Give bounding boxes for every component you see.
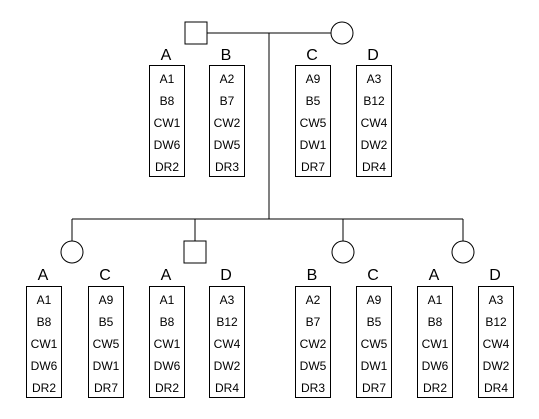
- child-2-haplotype-2: A3 B12 CW4 DW2 DR4: [209, 286, 245, 398]
- allele-dw: DW2: [213, 359, 241, 373]
- allele-dr: DR2: [154, 160, 179, 174]
- allele-dr: DR3: [300, 381, 325, 395]
- allele-dr: DR4: [361, 160, 386, 174]
- allele-a: A3: [488, 293, 504, 307]
- allele-b: B8: [159, 315, 175, 329]
- allele-b: B8: [36, 315, 52, 329]
- allele-cw: CW4: [482, 337, 510, 351]
- allele-dw: DW6: [153, 359, 181, 373]
- child-1-haplotype-2-letter: C: [99, 267, 111, 284]
- allele-dw: DW5: [213, 138, 241, 152]
- allele-b: B5: [366, 315, 382, 329]
- child-3-haplotype-1: A2 B7 CW2 DW5 DR3: [295, 286, 331, 398]
- child-2-male-symbol: [183, 240, 207, 264]
- allele-a: A2: [219, 72, 235, 86]
- allele-cw: CW5: [299, 116, 327, 130]
- allele-b: B12: [216, 315, 238, 329]
- child-3-haplotype-2: A9 B5 CW5 DW1 DR7: [356, 286, 392, 398]
- allele-cw: CW1: [153, 337, 181, 351]
- allele-dr: DR2: [422, 381, 447, 395]
- allele-dr: DR2: [31, 381, 56, 395]
- allele-dw: DW2: [482, 359, 510, 373]
- child-1-female-symbol: [60, 240, 84, 264]
- allele-dw: DW6: [30, 359, 58, 373]
- allele-b: B5: [98, 315, 114, 329]
- allele-cw: CW1: [421, 337, 449, 351]
- child-3-haplotype-1-letter: B: [306, 267, 318, 284]
- allele-a: A1: [159, 293, 175, 307]
- allele-b: B7: [305, 315, 321, 329]
- allele-b: B5: [305, 94, 321, 108]
- allele-cw: CW4: [360, 116, 388, 130]
- allele-a: A9: [98, 293, 114, 307]
- allele-cw: CW5: [92, 337, 120, 351]
- child-4-haplotype-1: A1 B8 CW1 DW6 DR2: [417, 286, 453, 398]
- father-haplotype-2-letter: B: [220, 47, 232, 64]
- allele-cw: CW2: [299, 337, 327, 351]
- child-4-haplotype-2-letter: D: [489, 267, 501, 284]
- allele-dr: DR7: [300, 160, 325, 174]
- allele-b: B12: [363, 94, 385, 108]
- mother-haplotype-1: A9 B5 CW5 DW1 DR7: [295, 65, 331, 177]
- father-haplotype-2: A2 B7 CW2 DW5 DR3: [209, 65, 245, 177]
- allele-a: A1: [159, 72, 175, 86]
- child-4-haplotype-1-letter: A: [428, 267, 440, 284]
- allele-dw: DW1: [299, 138, 327, 152]
- child-1-haplotype-2: A9 B5 CW5 DW1 DR7: [88, 286, 124, 398]
- allele-dr: DR7: [361, 381, 386, 395]
- allele-b: B7: [219, 94, 235, 108]
- allele-cw: CW1: [30, 337, 58, 351]
- mother-female-symbol: [330, 21, 354, 45]
- allele-b: B8: [159, 94, 175, 108]
- mother-haplotype-2: A3 B12 CW4 DW2 DR4: [356, 65, 392, 177]
- allele-a: A3: [366, 72, 382, 86]
- allele-dw: DW6: [421, 359, 449, 373]
- allele-dw: DW5: [299, 359, 327, 373]
- allele-a: A1: [427, 293, 443, 307]
- allele-dw: DW6: [153, 138, 181, 152]
- allele-a: A1: [36, 293, 52, 307]
- child-3-haplotype-2-letter: C: [367, 267, 379, 284]
- allele-a: A2: [305, 293, 321, 307]
- allele-b: B12: [485, 315, 507, 329]
- allele-a: A9: [366, 293, 382, 307]
- allele-dr: DR2: [154, 381, 179, 395]
- allele-dr: DR4: [483, 381, 508, 395]
- child-2-haplotype-1-letter: A: [160, 267, 172, 284]
- child-2-haplotype-1: A1 B8 CW1 DW6 DR2: [149, 286, 185, 398]
- allele-dr: DR4: [214, 381, 239, 395]
- allele-dw: DW1: [92, 359, 120, 373]
- child-2-haplotype-2-letter: D: [220, 267, 232, 284]
- allele-cw: CW1: [153, 116, 181, 130]
- father-male-symbol: [184, 21, 208, 45]
- child-4-female-symbol: [451, 240, 475, 264]
- allele-dw: DW2: [360, 138, 388, 152]
- child-3-female-symbol: [331, 240, 355, 264]
- child-1-haplotype-1: A1 B8 CW1 DW6 DR2: [26, 286, 62, 398]
- allele-dr: DR7: [93, 381, 118, 395]
- mother-haplotype-2-letter: D: [367, 47, 379, 64]
- father-haplotype-1-letter: A: [160, 47, 172, 64]
- child-4-haplotype-2: A3 B12 CW4 DW2 DR4: [478, 286, 514, 398]
- allele-cw: CW2: [213, 116, 241, 130]
- allele-b: B8: [427, 315, 443, 329]
- allele-cw: CW5: [360, 337, 388, 351]
- allele-dw: DW1: [360, 359, 388, 373]
- allele-a: A3: [219, 293, 235, 307]
- allele-a: A9: [305, 72, 321, 86]
- allele-cw: CW4: [213, 337, 241, 351]
- allele-dr: DR3: [214, 160, 239, 174]
- father-haplotype-1: A1 B8 CW1 DW6 DR2: [149, 65, 185, 177]
- child-1-haplotype-1-letter: A: [37, 267, 49, 284]
- mother-haplotype-1-letter: C: [306, 47, 318, 64]
